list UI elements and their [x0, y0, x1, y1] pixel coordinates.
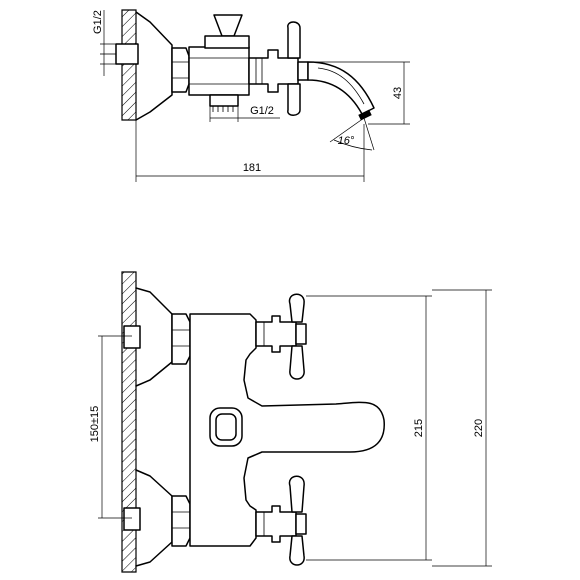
mixer-body-front — [189, 313, 385, 547]
hex-nut-upper — [171, 313, 191, 365]
angle-dim-label: 16° — [338, 135, 355, 147]
wall-section-top — [121, 9, 137, 121]
hex-nut-lower — [171, 495, 191, 547]
cross-handle-upper — [288, 293, 305, 380]
cross-handle-top — [287, 21, 301, 59]
shower-outlet-top — [209, 94, 239, 107]
inlet-upper — [123, 325, 141, 349]
wall-inlet-pipe — [115, 43, 139, 65]
wall-flange-top — [135, 11, 173, 121]
diverter-knob-top — [213, 14, 243, 37]
valve-stem-lower — [255, 505, 297, 543]
spout-top — [307, 61, 375, 115]
outer-dim-label: 220 — [473, 419, 485, 437]
side-view: G1/2 G1/2 43 16° 181 — [92, 9, 410, 182]
thread-left-label: G1/2 — [92, 10, 104, 34]
height-dim-label: 43 — [392, 87, 404, 99]
length-dim-label: 181 — [243, 162, 261, 174]
front-view: 150±15 215 220 — [89, 271, 492, 573]
mixer-body-top — [188, 46, 250, 96]
inlet-lower — [123, 507, 141, 531]
thread-bottom-label: G1/2 — [250, 105, 274, 117]
flange-upper — [135, 287, 173, 387]
inner-dim-label: 215 — [413, 419, 425, 437]
spacing-dim-label: 150±15 — [89, 406, 101, 443]
hex-nut-top — [171, 47, 190, 93]
cross-handle-lower — [288, 475, 305, 566]
aerator-top — [358, 109, 372, 121]
flange-lower — [135, 469, 173, 567]
valve-stem-upper — [255, 315, 297, 353]
